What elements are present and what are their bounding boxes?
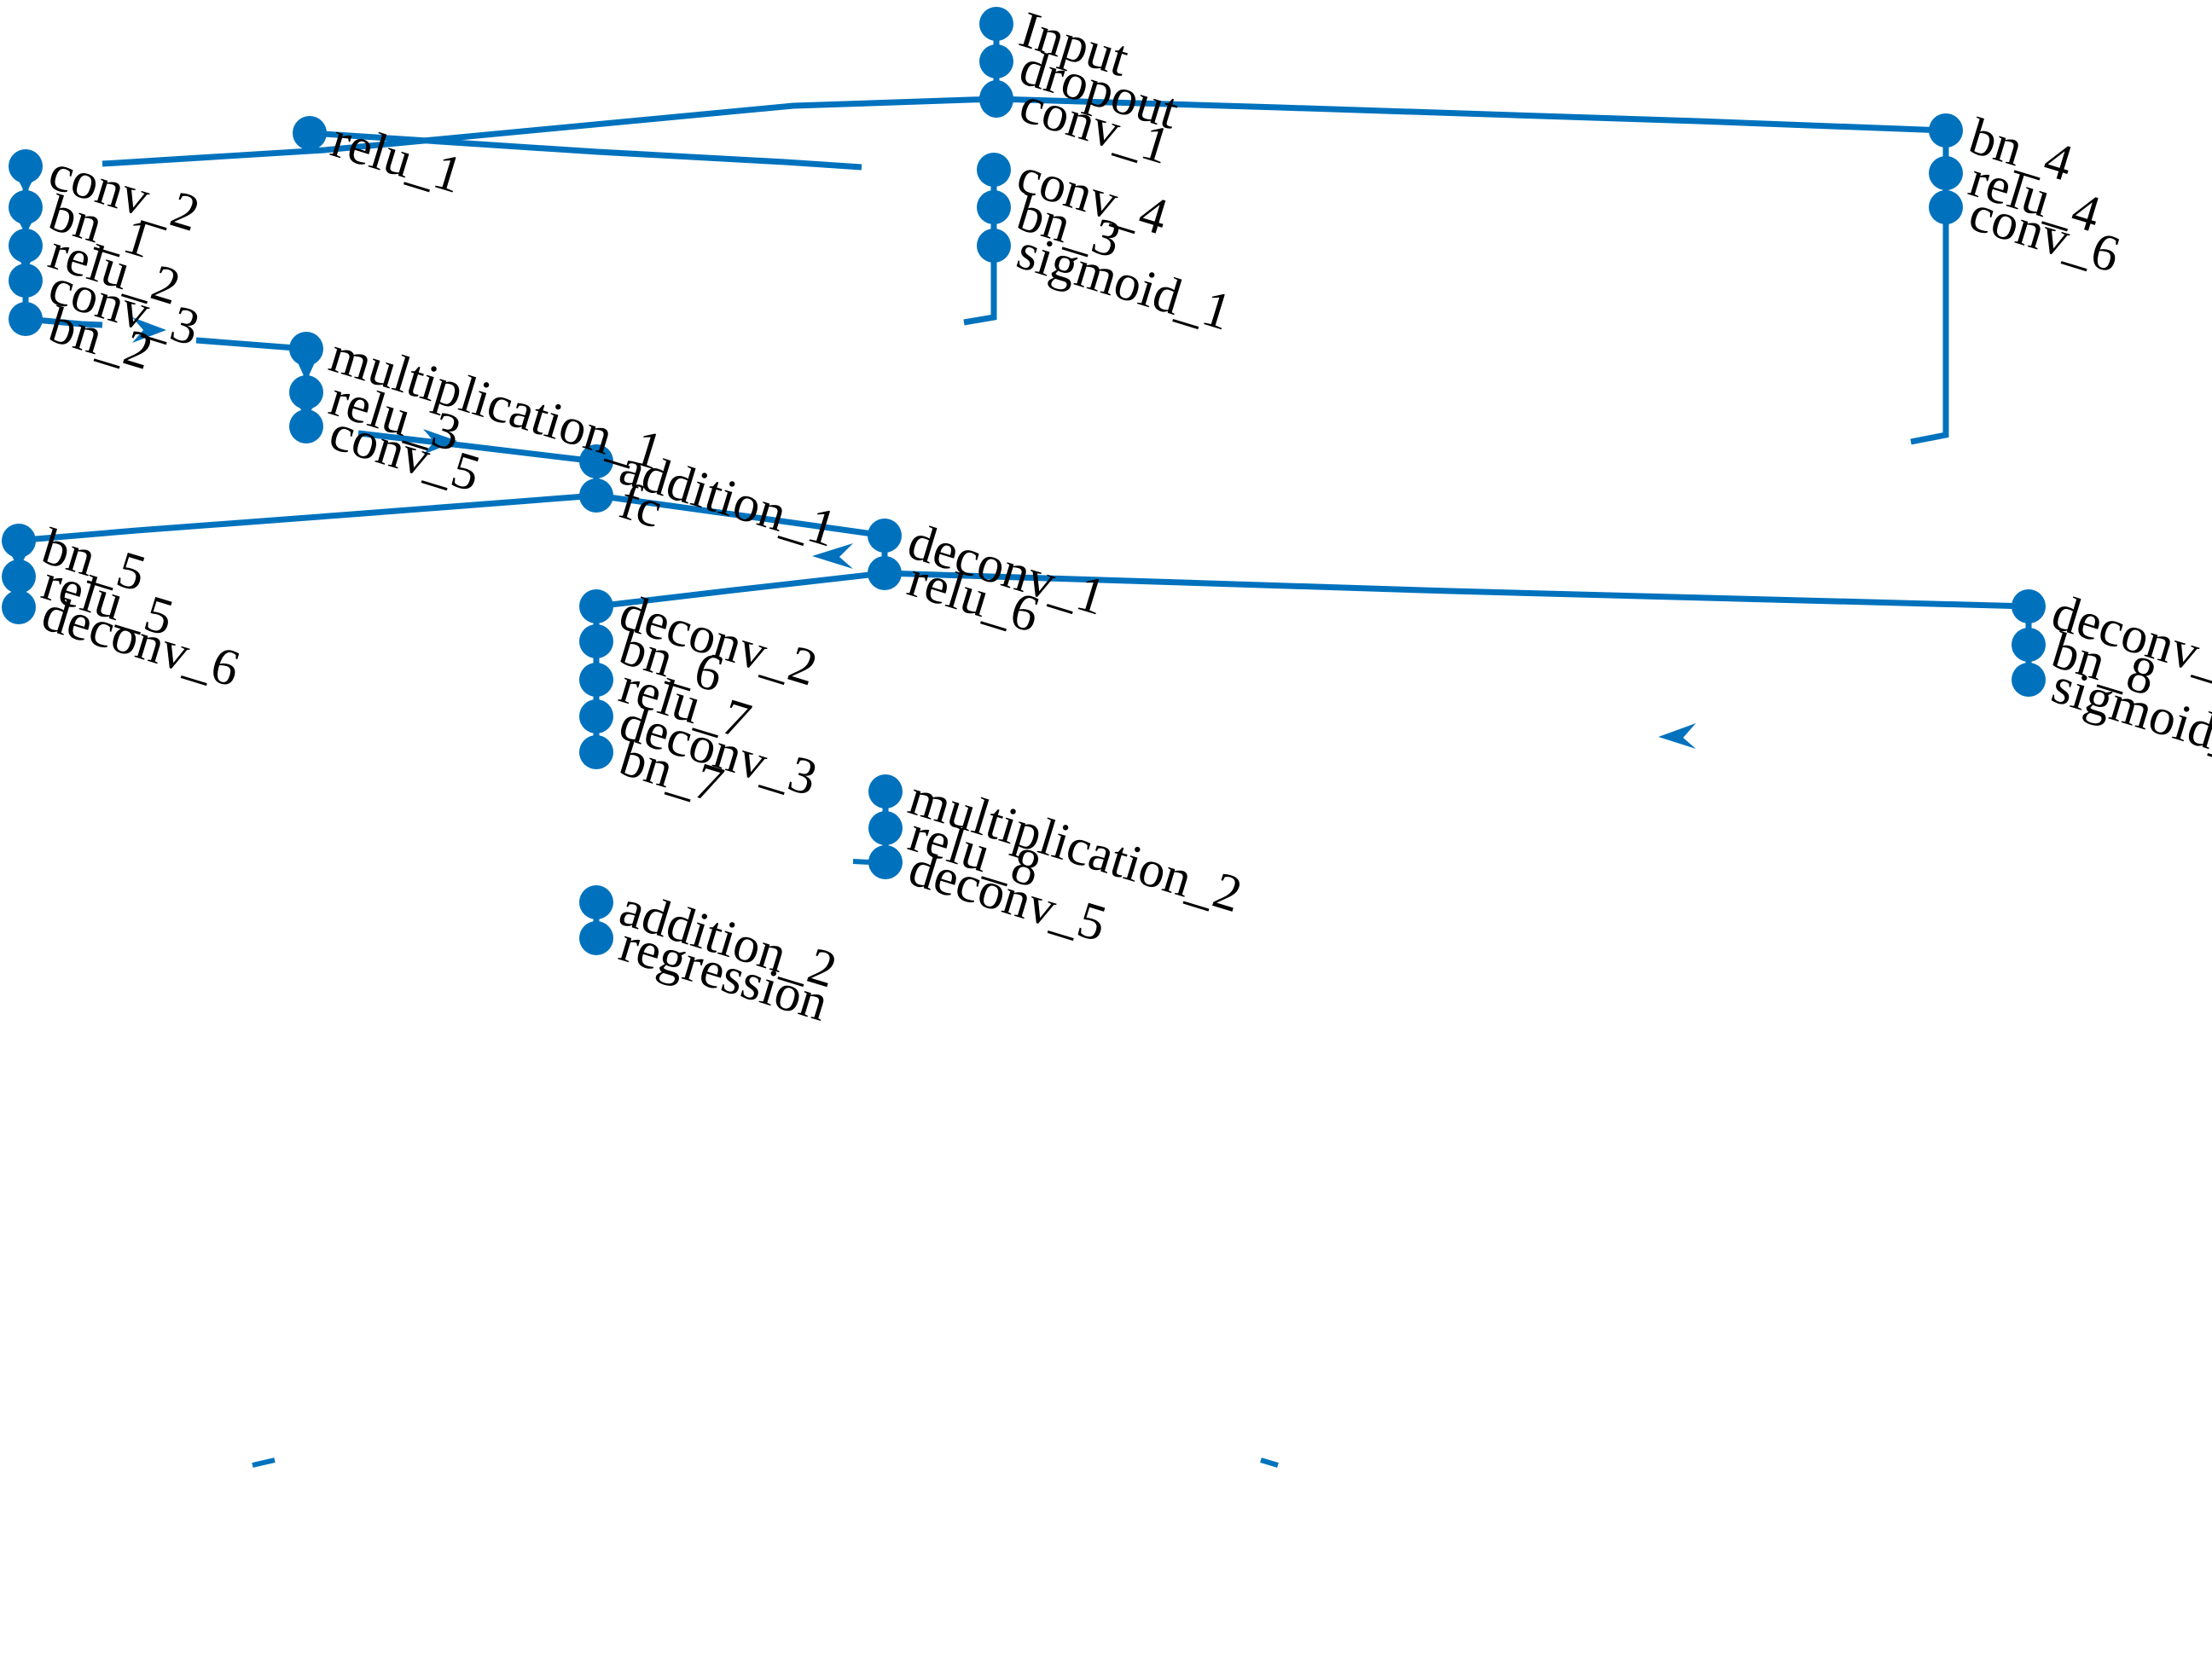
node-fc[interactable] [579, 478, 613, 513]
edge-conv1-conv2 [102, 96, 997, 167]
node-bn-3[interactable] [977, 190, 1011, 224]
node-layer [2, 7, 2046, 955]
node-sigmoid-1[interactable] [977, 229, 1011, 263]
node-bn-5[interactable] [2, 524, 36, 558]
node-addition-2[interactable] [579, 885, 613, 919]
label-relu-1: relu_1 [325, 111, 469, 205]
node-bn-6[interactable] [579, 624, 613, 658]
edge-conv1-bn4 [996, 96, 1946, 134]
node-deconv-2[interactable] [579, 589, 613, 623]
node-conv-1[interactable] [979, 80, 1013, 118]
edge-fc-deconv1 [595, 492, 885, 539]
node-sigmoid-2[interactable] [2012, 663, 2046, 697]
edge-fc-bn5 [25, 492, 597, 543]
node-relu-1[interactable] [293, 116, 327, 150]
node-conv-4[interactable] [977, 153, 1011, 187]
node-multiplication-1[interactable] [289, 332, 323, 366]
arrowhead-left-conv6 [1658, 723, 1696, 749]
label-sigmoid-1: sigmoid_1 [1011, 223, 1238, 341]
edge-sigmoid1-mult1 [963, 246, 997, 326]
edge-relu1-conv4 [309, 130, 862, 171]
node-conv-6[interactable] [1929, 190, 1963, 224]
node-addition-1[interactable] [579, 444, 613, 478]
node-bn-8[interactable] [2012, 628, 2046, 662]
node-deconv-5[interactable] [868, 845, 903, 879]
edge-relu6-deconv2 [595, 570, 885, 610]
node-bn-7[interactable] [579, 735, 613, 769]
node-conv-2[interactable] [9, 149, 43, 183]
edge-fragment-right [1260, 1458, 1279, 1468]
node-bn-4[interactable] [1929, 113, 1963, 148]
node-bn-2[interactable] [9, 302, 43, 336]
node-relu-8[interactable] [868, 811, 903, 845]
edge-conv5-addition1 [357, 430, 597, 465]
node-deconv-4[interactable] [2012, 589, 2046, 623]
arrowhead-layer [5, 167, 1696, 749]
node-multiplication-2[interactable] [868, 774, 903, 809]
node-input[interactable] [979, 7, 1013, 41]
node-deconv-1[interactable] [868, 519, 902, 553]
node-dropout[interactable] [979, 44, 1013, 78]
node-relu-7[interactable] [579, 663, 613, 697]
edge-fragment-left [252, 1458, 276, 1468]
node-relu-6[interactable] [868, 556, 902, 590]
node-relu-2[interactable] [9, 229, 43, 263]
node-relu-3[interactable] [289, 375, 323, 409]
node-regression[interactable] [579, 921, 613, 955]
arrowhead-left-sigmoid1 [812, 543, 853, 569]
node-bn-1[interactable] [9, 190, 43, 224]
node-relu-5[interactable] [2, 559, 36, 594]
node-deconv-6[interactable] [2, 590, 36, 624]
edge-relu6-deconv4 [884, 570, 2029, 610]
edge-bn2-mult1-seg1 [25, 316, 103, 328]
node-conv-3[interactable] [9, 264, 43, 298]
node-deconv-3[interactable] [579, 699, 613, 733]
node-conv-5[interactable] [289, 409, 323, 443]
edge-into-deconv5-stub [852, 859, 871, 865]
arrowhead-right-bn2 [132, 317, 166, 343]
edge-conv6-addition1 [1910, 207, 1949, 445]
edge-layer [15, 24, 2032, 1468]
node-relu-4[interactable] [1929, 156, 1963, 190]
edge-bn2-mult1-seg2 [195, 337, 307, 352]
label-layer: Input dropout conv_1 conv_2 bn_1 relu_2 … [36, 1, 2212, 1032]
arrowhead-right-conv5 [423, 429, 457, 455]
